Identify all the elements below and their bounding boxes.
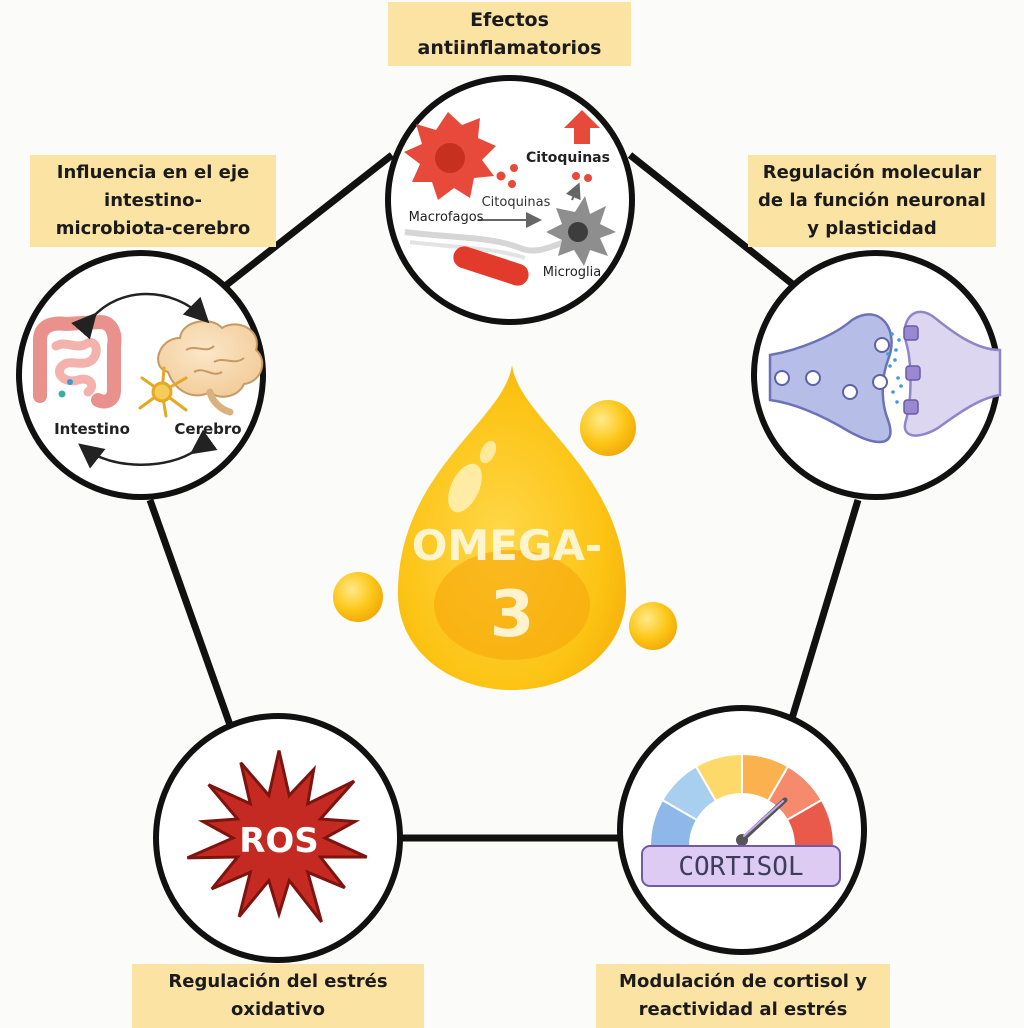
cortisol-label: CORTISOL bbox=[678, 852, 803, 882]
top-arrow bbox=[71, 292, 210, 340]
title-line: antiinflamatorios bbox=[417, 37, 602, 59]
synaptic-vesicles bbox=[774, 337, 890, 400]
title-line: reactividad al estrés bbox=[638, 999, 848, 1020]
label-microglia: Microglia bbox=[543, 265, 601, 280]
bacterium-icon bbox=[453, 246, 529, 286]
microglia-nucleus bbox=[568, 222, 588, 242]
title-line: Regulación del estrés bbox=[168, 971, 388, 992]
node-cortisol: CORTISOL bbox=[617, 705, 867, 955]
cytokine-dot bbox=[572, 172, 580, 180]
drop-highlight bbox=[448, 463, 482, 513]
cytokine-dot bbox=[508, 180, 516, 188]
label-brain: Cerebro bbox=[174, 420, 241, 438]
cytokine-dot bbox=[584, 174, 592, 182]
title-line: Influencia en el eje bbox=[56, 162, 250, 183]
ros-burst-icon bbox=[186, 750, 368, 923]
title-cortisol: Modulación de cortisol y reactividad al … bbox=[596, 964, 890, 1028]
center-title-line1: OMEGA- bbox=[412, 521, 603, 570]
cytokine-dot bbox=[496, 171, 506, 181]
omega3-drop: OMEGA- 3 bbox=[333, 365, 677, 690]
title-neuronal-regulation: Regulación molecular de la función neuro… bbox=[748, 155, 996, 247]
node-anti-inflammatory: Citoquinas Citoquinas Macrofagos Microgl… bbox=[385, 75, 635, 325]
process-arrow bbox=[565, 182, 581, 201]
neuron-icon bbox=[138, 366, 188, 418]
label-cytokines-mid: Citoquinas bbox=[482, 195, 551, 210]
title-line: Regulación molecular bbox=[762, 162, 982, 183]
title-line: de la función neuronal bbox=[758, 190, 986, 211]
bottom-arrow bbox=[78, 429, 218, 469]
increase-arrow-icon bbox=[564, 110, 600, 144]
node-circle bbox=[617, 705, 867, 955]
label-intestine: Intestino bbox=[54, 420, 130, 438]
oil-bubble bbox=[629, 602, 677, 650]
ros-label: ROS bbox=[239, 821, 319, 861]
label-cytokines-top: Citoquinas bbox=[526, 150, 610, 166]
receptor-icon bbox=[903, 325, 921, 415]
macrophage-nucleus bbox=[435, 143, 465, 173]
title-line: microbiota-cerebro bbox=[55, 218, 251, 239]
title-anti-inflammatory: Efectos antiinflamatorios bbox=[388, 2, 631, 66]
cortisol-label-box bbox=[641, 845, 841, 887]
title-line: intestino- bbox=[104, 190, 202, 211]
pentagon-connectors bbox=[146, 152, 862, 842]
cytokine-dot bbox=[510, 164, 518, 172]
title-line: Modulación de cortisol y bbox=[619, 971, 867, 992]
postsynaptic-terminal bbox=[903, 310, 1002, 437]
drop-highlight bbox=[479, 440, 497, 464]
center-title-line2: 3 bbox=[490, 578, 535, 652]
title-gut-brain: Influencia en el eje intestino- microbio… bbox=[30, 155, 276, 247]
node-neuronal-regulation bbox=[751, 250, 1002, 500]
drop-inner-glow bbox=[434, 550, 590, 660]
title-oxidative-stress: Regulación del estrés oxidativo bbox=[132, 964, 424, 1028]
gauge-needle-highlight bbox=[743, 800, 784, 837]
oil-bubble bbox=[333, 572, 383, 622]
oil-bubble bbox=[580, 400, 636, 456]
presynaptic-terminal bbox=[768, 313, 893, 444]
title-line: Efectos bbox=[470, 9, 549, 31]
title-line: y plasticidad bbox=[807, 218, 937, 239]
nerve-fiber bbox=[409, 240, 526, 260]
node-gut-brain: Intestino Cerebro bbox=[16, 250, 266, 500]
node-ros: ROS bbox=[153, 713, 403, 963]
neurotransmitters bbox=[886, 332, 903, 404]
title-line: oxidativo bbox=[230, 999, 326, 1020]
label-macrophages: Macrofagos bbox=[409, 210, 484, 225]
